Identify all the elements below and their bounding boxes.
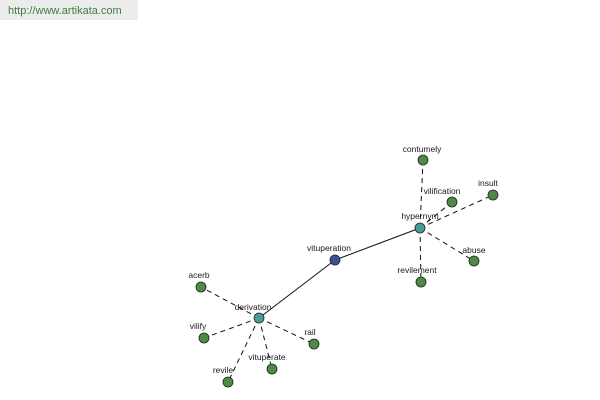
nodes-layer	[195, 154, 499, 388]
edges-layer	[200, 159, 494, 383]
edge-derivation-rail	[258, 317, 315, 345]
node-label-revilement[interactable]: revilement	[397, 265, 437, 275]
node-label-vilify[interactable]: vilify	[190, 321, 207, 331]
node-label-insult[interactable]: insult	[478, 178, 498, 188]
node-vilification[interactable]	[446, 196, 458, 208]
node-label-vilification[interactable]: vilification	[424, 186, 461, 196]
node-contumely[interactable]	[417, 154, 429, 166]
node-derivation[interactable]	[253, 312, 265, 324]
node-revilement[interactable]	[415, 276, 427, 288]
edge-hypernym-vilification	[419, 201, 453, 229]
node-insult[interactable]	[487, 189, 499, 201]
edge-derivation-revile	[227, 317, 260, 383]
edge-derivation-vilify	[203, 317, 260, 339]
edge-derivation-acerb	[200, 286, 260, 319]
edge-hypernym-contumely	[419, 159, 424, 229]
node-label-contumely[interactable]: contumely	[403, 144, 442, 154]
edge-hypernym-abuse	[419, 227, 475, 262]
node-vituperate[interactable]	[266, 363, 278, 375]
edge-vituperation-hypernym	[334, 227, 421, 261]
node-abuse[interactable]	[468, 255, 480, 267]
labels-layer: vituperation hypernym derivation contumely v…	[188, 144, 498, 375]
node-label-vituperate[interactable]: vituperate	[248, 352, 286, 362]
edge-hypernym-revilement	[419, 227, 422, 283]
node-vituperation[interactable]	[329, 254, 341, 266]
node-label-hypernym[interactable]: hypernym	[401, 211, 438, 221]
site-url-link[interactable]: http://www.artikata.com	[0, 0, 138, 20]
node-label-vituperation[interactable]: vituperation	[307, 243, 351, 253]
node-label-revile[interactable]: revile	[213, 365, 234, 375]
node-vilify[interactable]	[198, 332, 210, 344]
edge-vituperation-derivation	[258, 259, 336, 319]
node-acerb[interactable]	[195, 281, 207, 293]
node-label-abuse[interactable]: abuse	[462, 245, 485, 255]
node-revile[interactable]	[222, 376, 234, 388]
edge-hypernym-insult	[419, 194, 494, 229]
node-label-rail[interactable]: rail	[304, 327, 315, 337]
node-hypernym[interactable]	[414, 222, 426, 234]
node-label-acerb[interactable]: acerb	[188, 270, 210, 280]
node-label-derivation[interactable]: derivation	[235, 302, 272, 312]
node-rail[interactable]	[308, 338, 320, 350]
